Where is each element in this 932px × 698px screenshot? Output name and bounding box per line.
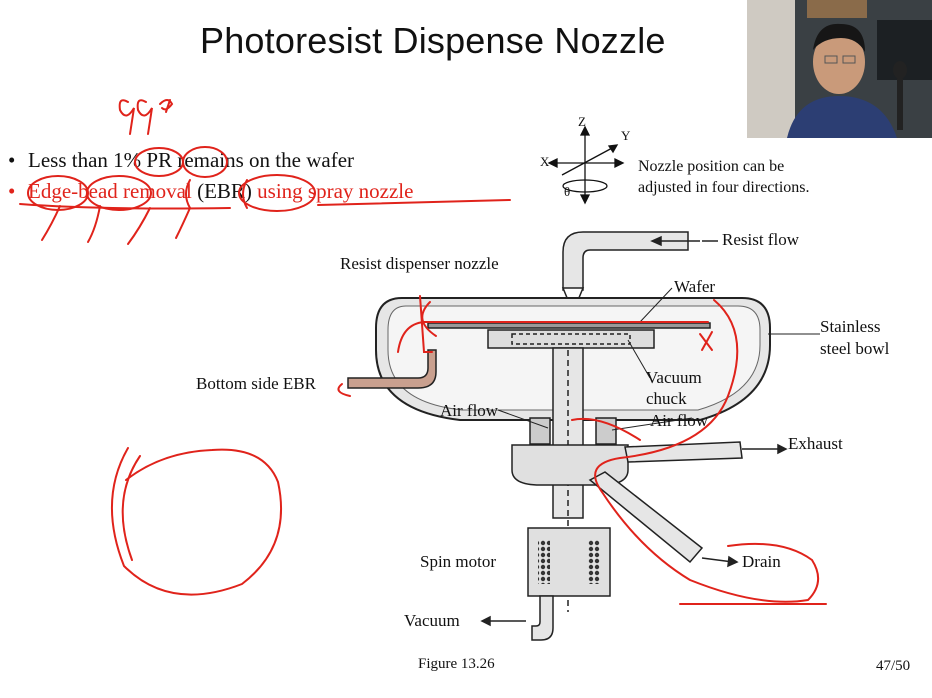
label-steel-bowl: steel bowl	[820, 339, 890, 358]
axis-theta-label: θ	[564, 184, 571, 199]
axis-x-label: X	[540, 154, 550, 169]
label-air-flow-left: Air flow	[440, 401, 499, 420]
label-resist-dispenser-nozzle: Resist dispenser nozzle	[340, 254, 499, 273]
figure-caption: Figure 13.26	[418, 656, 495, 672]
label-air-flow-right: Air flow	[650, 411, 709, 430]
axis-y-label: Y	[621, 128, 631, 143]
drain-pipe	[588, 471, 739, 568]
spin-motor	[480, 527, 611, 641]
label-vacuum-chuck-1: Vacuum	[646, 368, 702, 387]
label-spin-motor: Spin motor	[420, 552, 497, 571]
bullet-2-text-c: using spray nozzle	[251, 179, 414, 203]
presenter-image	[747, 0, 932, 138]
label-vacuum-chuck: Vacuum chuck	[646, 367, 702, 409]
label-stainless: Stainless	[820, 317, 881, 336]
bottom-ebr-pipe	[347, 349, 437, 389]
axis-arrows	[547, 125, 625, 205]
nozzle-note-line-1: Nozzle position can be	[638, 158, 785, 175]
nozzle-note-line-2: adjusted in four directions.	[638, 179, 810, 196]
nozzle-note: Nozzle position can be adjusted in four …	[638, 156, 810, 198]
label-stainless-steel-bowl: Stainless steel bowl	[820, 316, 889, 360]
label-wafer: Wafer	[674, 277, 716, 296]
label-bottom-side-ebr: Bottom side EBR	[196, 374, 316, 393]
axis-z-label: Z	[578, 114, 586, 129]
label-resist-flow: Resist flow	[722, 230, 799, 249]
leader-lines	[497, 287, 820, 431]
label-drain: Drain	[742, 552, 781, 571]
bullet-2-text-a: Edge-bead removal	[28, 179, 198, 203]
bullet-1: •Less than 1% PR remains on the wafer	[8, 148, 355, 172]
slide-title: Photoresist Dispense Nozzle	[200, 20, 666, 61]
red-annotations	[19, 99, 827, 605]
label-vacuum: Vacuum	[404, 611, 460, 630]
exhaust-pipe	[624, 441, 788, 463]
presenter-webcam	[747, 0, 932, 138]
label-exhaust: Exhaust	[788, 434, 843, 453]
page-number: 47/50	[876, 658, 911, 674]
bullet-1-text: Less than 1% PR remains on the wafer	[28, 148, 355, 172]
label-vacuum-chuck-2: chuck	[646, 389, 687, 408]
